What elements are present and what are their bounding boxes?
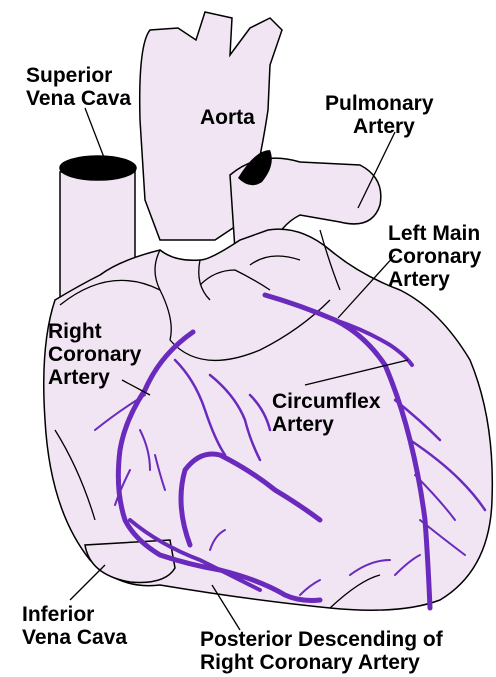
label-line: Artery	[48, 366, 141, 389]
leader-superior-vena-cava	[85, 108, 105, 160]
label-line: Inferior	[22, 603, 127, 626]
superior-vena-cava-label: Superior Vena Cava	[26, 64, 131, 110]
label-line: Pulmonary	[325, 92, 434, 115]
label-line: Right Coronary Artery	[200, 651, 443, 674]
circumflex-artery-label: Circumflex Artery	[272, 390, 381, 436]
inferior-vena-cava-shape	[85, 540, 175, 582]
label-line: Aorta	[200, 106, 255, 129]
label-line: Vena Cava	[22, 626, 127, 649]
superior-vena-cava-opening	[60, 156, 136, 180]
right-coronary-artery-label: Right Coronary Artery	[48, 320, 141, 389]
leader-inferior	[70, 565, 105, 600]
inferior-vena-cava-label: Inferior Vena Cava	[22, 603, 127, 649]
label-line: Vena Cava	[26, 87, 131, 110]
pulmonary-artery-label: Pulmonary Artery	[325, 92, 434, 138]
label-line: Coronary	[48, 343, 141, 366]
label-line: Artery	[325, 115, 434, 138]
label-line: Posterior Descending of	[200, 628, 443, 651]
label-line: Artery	[272, 413, 381, 436]
posterior-descending-label: Posterior Descending of Right Coronary A…	[200, 628, 443, 674]
label-line: Circumflex	[272, 390, 381, 413]
label-line: Right	[48, 320, 141, 343]
left-main-coronary-artery-label: Left Main Coronary Artery	[388, 222, 481, 291]
label-line: Coronary	[388, 245, 481, 268]
label-line: Superior	[26, 64, 131, 87]
label-line: Left Main	[388, 222, 481, 245]
label-line: Artery	[388, 268, 481, 291]
aorta-label: Aorta	[200, 106, 255, 129]
